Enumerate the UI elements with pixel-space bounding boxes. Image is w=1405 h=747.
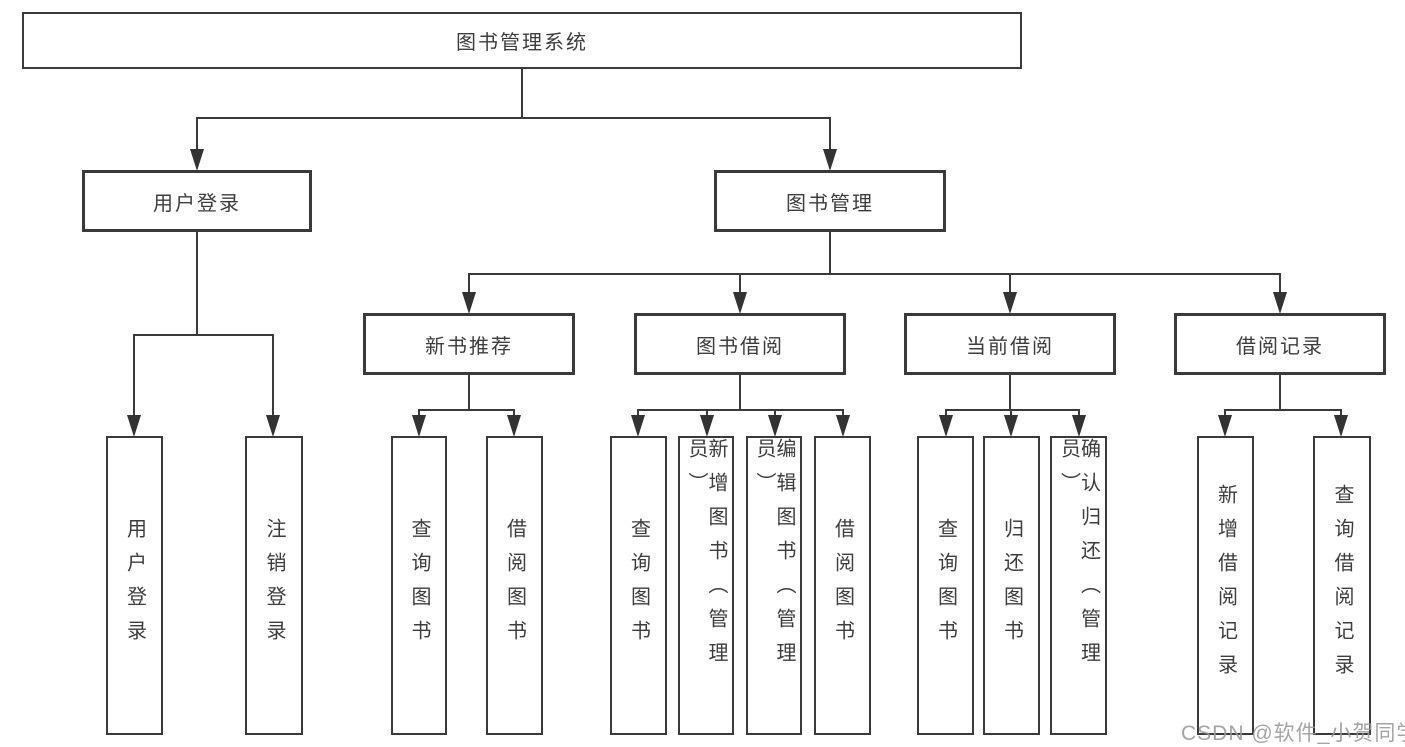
node-label: 归还图书 <box>1000 517 1023 654</box>
leaf-query-books-3: 查询图书 <box>917 436 974 735</box>
csdn-watermark: CSDN @软件_小贺同学 <box>1181 722 1405 745</box>
node-label: 查询图书 <box>627 517 650 654</box>
leaf-confirm-return-admin: 确认归还（管理员） <box>1050 436 1107 735</box>
node-new-book-recommend: 新书推荐 <box>363 313 575 375</box>
leaf-borrow-books-1: 借阅图书 <box>486 436 543 735</box>
node-label: 借阅记录 <box>1236 335 1324 358</box>
node-label: 借阅图书 <box>503 517 526 654</box>
node-label: 用户登录 <box>123 517 146 654</box>
node-label: 借阅图书 <box>831 517 854 654</box>
node-label: 新增图书（管理员） <box>685 438 727 676</box>
edges-borrow-record <box>1218 375 1348 437</box>
node-user-login-branch: 用户登录 <box>82 170 312 232</box>
node-label: 新书推荐 <box>425 335 513 358</box>
edges-book-management <box>462 232 1287 314</box>
edges-root <box>190 69 837 171</box>
leaf-query-books-2: 查询图书 <box>610 436 667 735</box>
leaf-borrow-books-2: 借阅图书 <box>814 436 871 735</box>
leaf-query-borrow-record: 查询借阅记录 <box>1313 436 1371 735</box>
leaf-query-books-1: 查询图书 <box>391 436 447 735</box>
edges-user-login <box>127 232 280 437</box>
node-label: 查询借阅记录 <box>1331 483 1353 688</box>
node-book-borrowing: 图书借阅 <box>634 313 846 375</box>
node-label: 确认归还（管理员） <box>1057 438 1100 676</box>
node-label: 编辑图书（管理员） <box>753 438 795 676</box>
node-label: 图书管理 <box>786 192 874 215</box>
edges-current-borrow <box>939 375 1086 437</box>
leaf-add-borrow-record: 新增借阅记录 <box>1197 436 1254 735</box>
leaf-user-login: 用户登录 <box>106 436 163 735</box>
node-label: 当前借阅 <box>966 335 1054 358</box>
node-label: 用户登录 <box>153 192 241 215</box>
edges-book-borrow <box>631 375 850 437</box>
node-label: 注销登录 <box>263 517 285 654</box>
edges-new-book <box>412 375 521 437</box>
node-label: 查询图书 <box>408 517 430 654</box>
node-label: 图书管理系统 <box>456 32 588 54</box>
node-borrowing-records: 借阅记录 <box>1174 313 1386 375</box>
leaf-add-books-admin: 新增图书（管理员） <box>678 436 734 735</box>
node-current-borrowing: 当前借阅 <box>904 313 1116 375</box>
leaf-return-books: 归还图书 <box>983 436 1040 735</box>
node-label: 新增借阅记录 <box>1214 483 1237 688</box>
node-book-management-branch: 图书管理 <box>714 170 946 232</box>
leaf-logout: 注销登录 <box>245 436 303 735</box>
node-label: 图书借阅 <box>696 335 784 358</box>
leaf-edit-books-admin: 编辑图书（管理员） <box>746 436 802 735</box>
node-label: 查询图书 <box>934 517 957 654</box>
node-library-management-system: 图书管理系统 <box>22 12 1022 69</box>
